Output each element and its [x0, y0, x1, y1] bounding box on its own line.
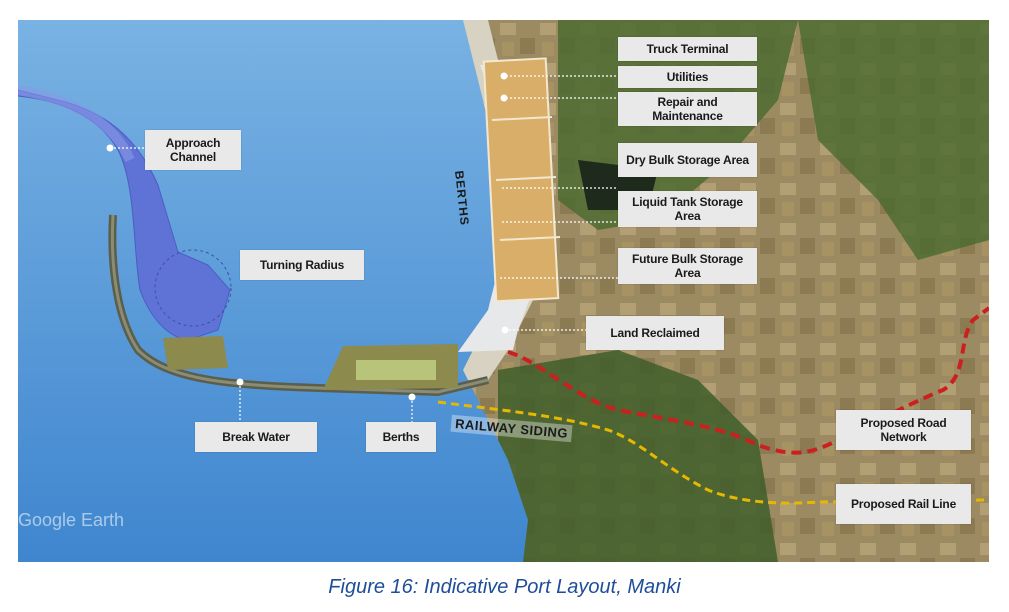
sea: [18, 20, 528, 562]
yard-divider: [491, 116, 553, 121]
proposed-rail-line: [437, 400, 989, 505]
figure-caption: Figure 16: Indicative Port Layout, Manki: [328, 576, 681, 598]
leader-lines: [110, 75, 618, 422]
label-repair-maintenance: Repair and Maintenance: [618, 92, 757, 126]
label-proposed-rail-line: Proposed Rail Line: [836, 484, 971, 524]
label-break-water: Break Water: [195, 422, 317, 452]
berth-platform-west: [163, 336, 228, 370]
label-proposed-road-network: Proposed Road Network: [836, 410, 971, 450]
vegetation-patch: [498, 350, 778, 562]
yard-divider: [499, 236, 561, 241]
yard-divider: [495, 176, 557, 181]
leader-dots: [106, 72, 509, 401]
google-earth-watermark: Google Earth: [18, 510, 125, 530]
label-turning-radius: Turning Radius: [240, 250, 364, 280]
label-land-reclaimed: Land Reclaimed: [586, 316, 724, 350]
turning-circle: [154, 249, 232, 327]
label-utilities: Utilities: [618, 66, 757, 88]
label-dry-bulk-storage: Dry Bulk Storage Area: [618, 143, 757, 177]
proposed-road-line: [507, 306, 989, 455]
map-graphics: [18, 20, 989, 562]
berth-yard: [356, 360, 436, 380]
vegetation-patch: [798, 20, 989, 260]
label-berths: Berths: [366, 422, 436, 452]
label-approach-channel: Approach Channel: [145, 130, 241, 170]
label-truck-terminal: Truck Terminal: [618, 37, 757, 61]
breakwater-top: [110, 214, 489, 394]
label-liquid-tank-storage: Liquid Tank Storage Area: [618, 191, 757, 227]
channel-highlight: [18, 85, 135, 163]
port-layout-map: BERTHS RAILWAY SIDING Google Earth: [18, 20, 989, 562]
storage-yard: [482, 57, 560, 303]
label-future-bulk-storage: Future Bulk Storage Area: [618, 248, 757, 284]
